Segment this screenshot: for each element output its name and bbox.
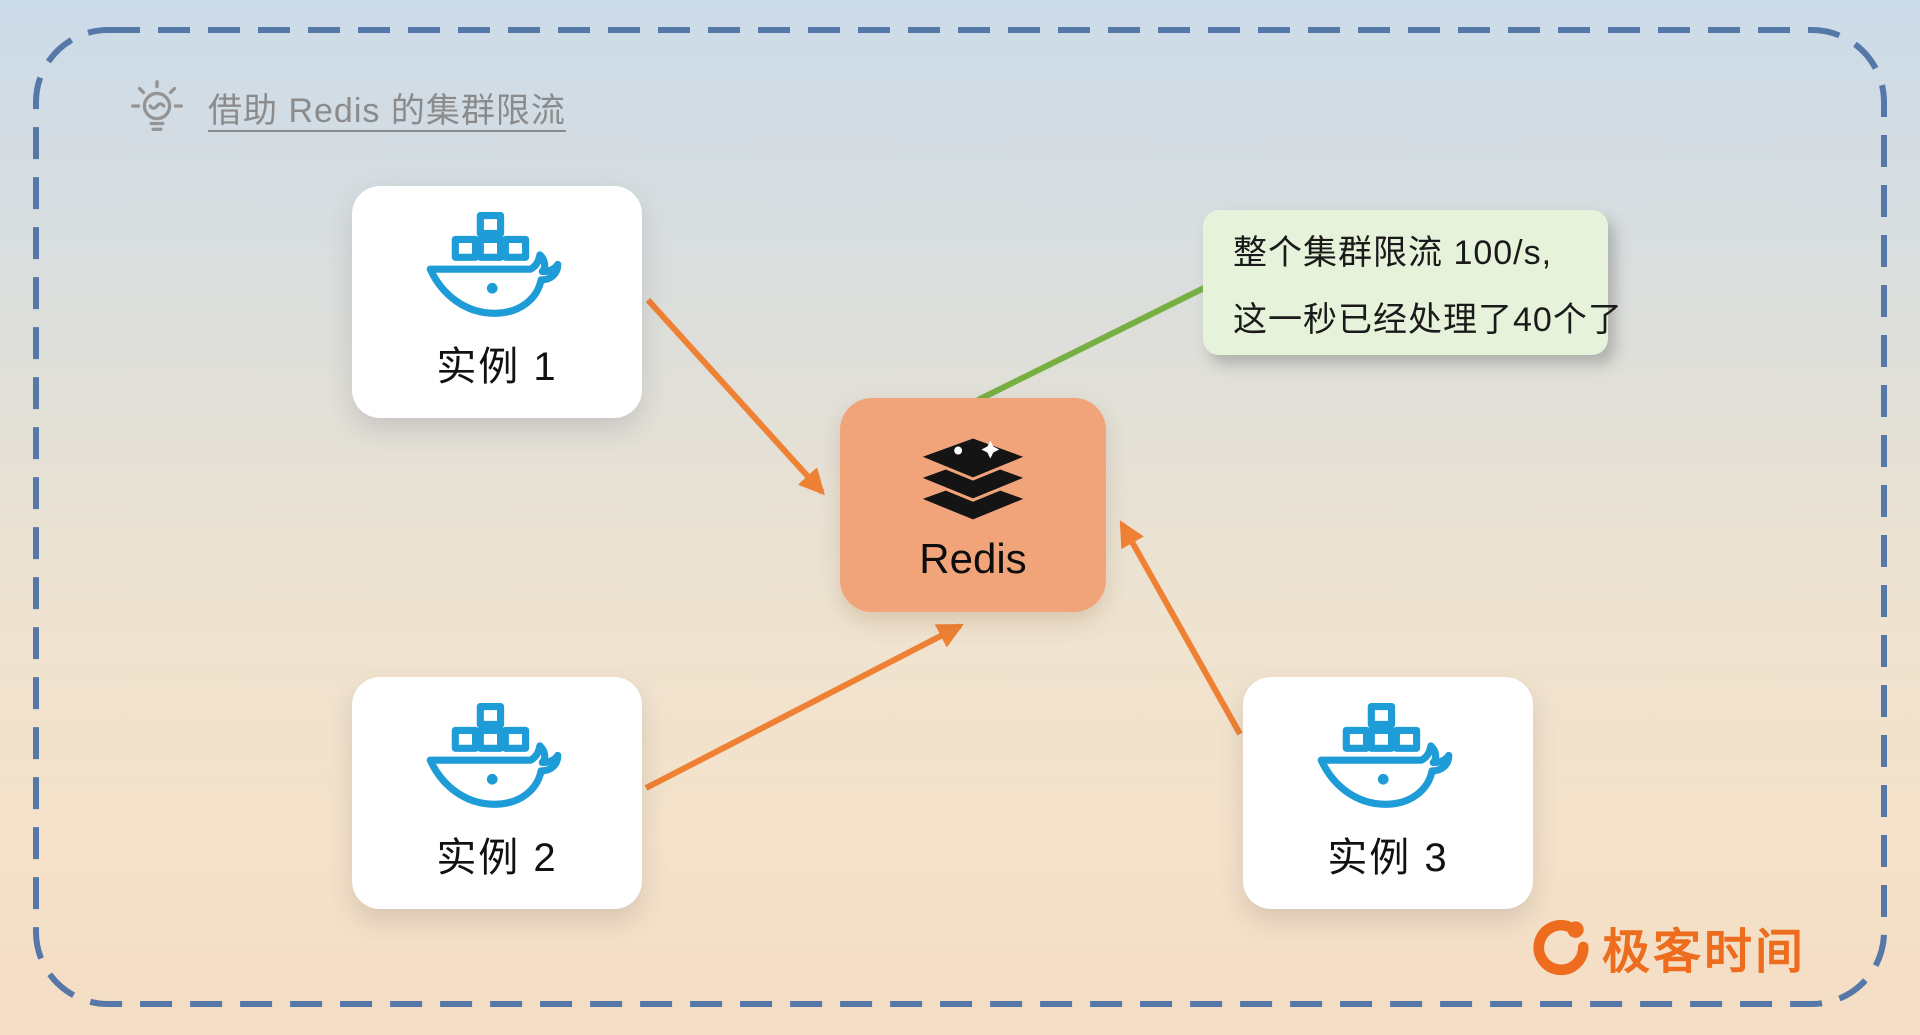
node-label: 实例 2 <box>436 836 558 880</box>
docker-icon <box>418 212 576 324</box>
brand-name: 极客时间 <box>1602 926 1807 979</box>
edge-instance3-redis <box>1119 520 1243 736</box>
diagram-title: 借助 Redis 的集群限流 <box>208 91 566 130</box>
dashed-border <box>33 27 1887 1007</box>
node-instance-1: 实例 1 <box>352 186 642 418</box>
redis-icon <box>910 427 1036 531</box>
node-label: 实例 3 <box>1327 836 1449 880</box>
geektime-logo-icon <box>1532 918 1590 976</box>
callout-line-1: 整个集群限流 100/s, <box>1233 233 1553 272</box>
callout-line-2: 这一秒已经处理了40个了 <box>1233 300 1623 339</box>
node-label: 实例 1 <box>436 345 558 389</box>
callout-bubble: 整个集群限流 100/s, 这一秒已经处理了40个了 <box>1203 210 1623 355</box>
docker-icon <box>418 703 576 815</box>
brand-logo: 极客时间 <box>1532 912 1806 982</box>
node-redis: Redis <box>840 398 1106 612</box>
edge-instance1-redis <box>645 297 825 496</box>
node-label: Redis <box>919 535 1027 582</box>
edge-redis-callout <box>976 285 1206 403</box>
node-instance-3: 实例 3 <box>1243 677 1533 909</box>
edge-instance2-redis <box>644 623 964 791</box>
docker-icon <box>1309 703 1467 815</box>
diagram-title-row: 借助 Redis 的集群限流 <box>126 76 566 138</box>
lightbulb-icon <box>126 76 188 138</box>
node-instance-2: 实例 2 <box>352 677 642 909</box>
